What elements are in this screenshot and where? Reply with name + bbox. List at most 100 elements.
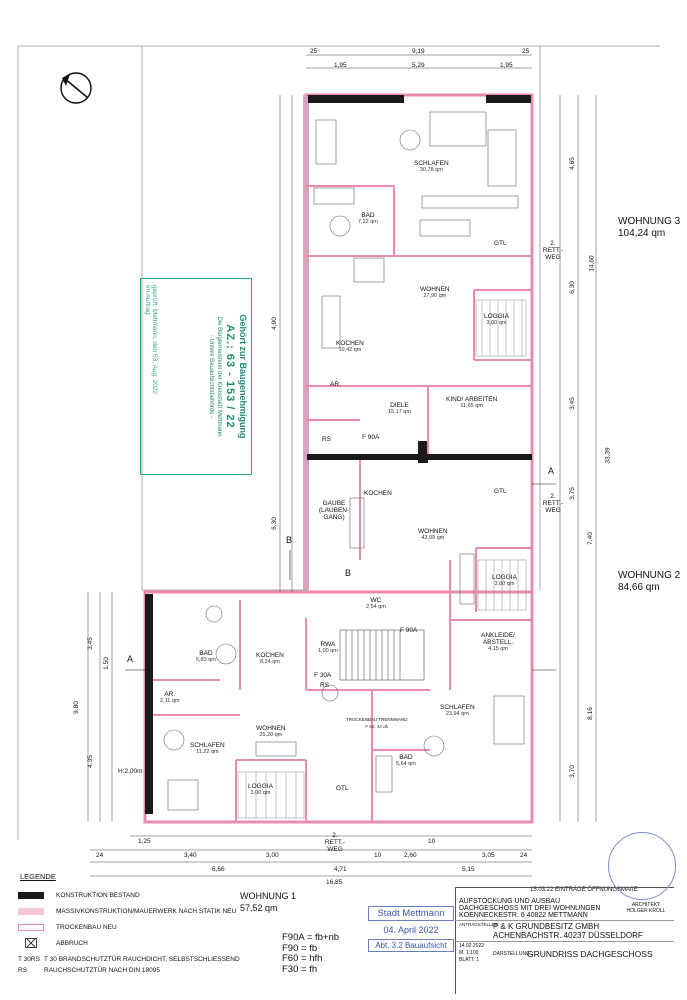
room-name: SCHLAFEN	[190, 742, 225, 749]
room-label: AR.	[330, 381, 341, 388]
room-area: 2,54 qm	[366, 604, 386, 610]
room-name: RWA	[320, 641, 336, 648]
room-name: BAD	[199, 650, 213, 657]
gtl-label: GTL	[336, 785, 349, 792]
legend: LEGENDE KONSTRUKTION BESTAND MASSIVKONST…	[18, 872, 348, 951]
room-area: 30,78 qm	[419, 167, 443, 173]
abbreviation-item: T 30RS T 30 BRANDSCHUTZTÜR RAUCHDICHT, SE…	[18, 954, 240, 965]
existing-walls	[145, 95, 532, 814]
city-stamp: Stadt Mettmann 04. April 2022 Abt. 3.2 B…	[368, 906, 454, 955]
room-name: LOGGIA	[484, 313, 509, 320]
dimension-label: 6,66	[212, 866, 225, 873]
dimension-label: 7,40	[586, 532, 594, 545]
fire-rating-key: F90A = fb+nb F90 = fb F60 = hfh F30 = fh	[282, 932, 340, 975]
smoke-door-label: RS	[320, 682, 330, 689]
dimension-label: 33,39	[604, 447, 612, 464]
stamp-reference: AZ.: 63 - 153 / 22	[224, 324, 236, 429]
stamp-department: - Untere Bauaufsichtsbehörde -	[208, 334, 214, 419]
room-name: WOHNEN	[256, 725, 286, 732]
dimension-label: 24	[96, 852, 104, 859]
unit-area: 104,24 qm	[618, 228, 666, 239]
room-area: 23,94 qm	[445, 711, 469, 717]
fire-rating: F30 = fh	[282, 963, 318, 975]
unit-name: WOHNUNG 3	[618, 216, 681, 227]
room-area: 11,65 qm	[460, 403, 483, 409]
site-outline	[17, 45, 660, 840]
legend-title: LEGENDE	[20, 872, 56, 881]
legend-label: TROCKENBAU NEU	[56, 923, 117, 931]
dimension-label: 6,30	[568, 281, 576, 294]
room-label: KOCHEN	[364, 490, 392, 497]
unit-area: 84,66 qm	[618, 582, 660, 593]
dimension-label: 1,95	[334, 62, 347, 69]
fire-rating: F90 = fb	[282, 942, 318, 954]
architect-seal	[608, 832, 676, 900]
abbreviation-list: T 30RS T 30 BRANDSCHUTZTÜR RAUCHDICHT, SE…	[18, 954, 240, 976]
signature-note: Im Auftrag	[144, 285, 151, 315]
legend-label: KONSTRUKTION BESTAND	[56, 891, 140, 899]
legend-item: KONSTRUKTION BESTAND	[18, 887, 348, 903]
dimension-label: 14,60	[588, 255, 596, 272]
legend-label: MASSIVKONSTRUKTION/MAUERWERK NACH STATIK…	[56, 907, 237, 915]
room-name: AR.	[164, 691, 176, 698]
legend-item: TROCKENBAU NEU	[18, 919, 348, 935]
room-area: 3,00 qm	[494, 581, 515, 587]
dimension-label: 3,70	[568, 765, 576, 778]
room-label: GAUBE (LAUBEN-GANG)	[314, 500, 354, 521]
gtl-label: GTL	[494, 240, 507, 247]
dimension-label: 3,45	[86, 637, 94, 650]
room-area: 2,11 qm	[160, 698, 180, 704]
room-name: KOCHEN	[336, 340, 364, 347]
legend-item: MASSIVKONSTRUKTION/MAUERWERK NACH STATIK…	[18, 903, 348, 919]
fire-door-label: F 90A	[400, 627, 418, 634]
abbreviation-code: T 30RS	[18, 956, 40, 963]
fire-rating: F90A = fb+nb	[282, 932, 340, 943]
dimension-label: 25	[310, 48, 318, 55]
dimension-label: 10	[428, 838, 436, 845]
fire-door-label: F 30A	[314, 672, 332, 679]
dimension-label: 3,75	[568, 487, 576, 500]
height-label: H:2,00m	[118, 768, 143, 775]
gtl-label: GTL	[494, 488, 507, 495]
staircase	[339, 629, 425, 681]
dimension-label: 3,00	[266, 852, 279, 859]
room-area: 7,22 qm	[358, 219, 378, 225]
escape-route-label: 2. RETT.- WEG	[542, 493, 564, 514]
drawing-title: GRUNDRISS DACHGESCHOSS	[527, 949, 653, 959]
abbreviation-text: T 30 BRANDSCHUTZTÜR RAUCHDICHT, SELBSTSC…	[44, 956, 240, 963]
dimension-label: 3,45	[568, 397, 576, 410]
dimension-label: 25	[522, 48, 530, 55]
dimension-label: 5,29	[412, 62, 425, 69]
loggia-hatching	[237, 299, 527, 819]
project-title: AUFSTOCKUNG UND AUSBAU DACHGESCHOSS MIT …	[459, 898, 601, 912]
dimension-label: 8,16	[586, 707, 594, 720]
dimension-label: 24	[520, 852, 528, 859]
drawing-label: DARSTELLUNG:	[493, 951, 532, 957]
room-name: GAUBE (LAUBEN-GANG)	[318, 500, 350, 521]
dimension-label: 16,85	[326, 879, 343, 886]
furniture	[163, 111, 525, 811]
dimension-label: 4,90	[270, 317, 278, 330]
fire-door-label: F 90A	[362, 434, 380, 441]
dimension-label: 10	[374, 852, 382, 859]
room-area: 3,00 qm	[486, 320, 507, 326]
client-block: ANTRAGSTELLER: P & K GRUNDBESITZ GMBH AC…	[456, 921, 674, 942]
room-name: BAD	[399, 754, 413, 761]
dimension-label: 3,05	[482, 852, 495, 859]
room-name: LOGGIA	[492, 574, 517, 581]
dimension-label: 2,60	[404, 852, 417, 859]
room-area: 43,99 qm	[421, 535, 445, 541]
room-area: F 60, 44 db	[365, 724, 389, 729]
